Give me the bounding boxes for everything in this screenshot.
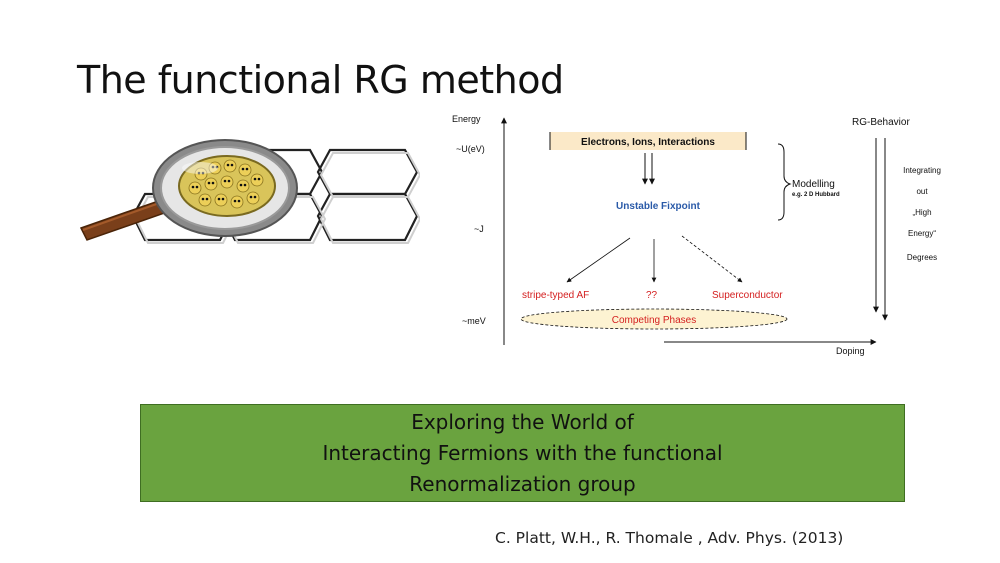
- modelling-brace: [777, 143, 792, 221]
- citation: C. Platt, W.H., R. Thomale , Adv. Phys. …: [495, 529, 844, 547]
- rg-behavior-title: RG-Behavior: [852, 117, 910, 128]
- electron-eyes: [191, 163, 261, 203]
- energy-axis-label: Energy: [452, 114, 481, 124]
- rg-behavior-line: Degrees: [907, 253, 937, 262]
- phase-unknown: ??: [646, 290, 658, 301]
- rg-behavior-line: Integrating: [903, 166, 941, 175]
- magnifying-glass-illustration: [79, 139, 420, 244]
- magnifier-lens: [152, 139, 298, 237]
- energy-level-u: ~U(eV): [456, 144, 485, 154]
- rg-behavior-line: „High: [912, 208, 931, 217]
- banner-line: Renormalization group: [409, 471, 636, 496]
- top-box-label: Electrons, Ions, Interactions: [581, 137, 715, 148]
- rg-behavior-line: out: [916, 187, 928, 196]
- modelling-label: Modelling: [792, 179, 835, 190]
- rg-behavior-line: Energy“: [908, 229, 936, 238]
- energy-level-j: ~J: [474, 224, 484, 234]
- phase-superconductor: Superconductor: [712, 290, 783, 301]
- competing-phases-ellipse: [520, 308, 788, 330]
- doping-label: Doping: [836, 346, 865, 356]
- fixpoint-label: Unstable Fixpoint: [616, 201, 701, 212]
- summary-banner: Exploring the World of Interacting Fermi…: [140, 404, 905, 502]
- electron-faces: [188, 159, 264, 209]
- energy-level-mev: ~meV: [462, 316, 486, 326]
- competing-phases-label: Competing Phases: [612, 315, 697, 326]
- rg-flow-diagram: Energy ~U(eV) ~J ~meV Electrons, Ions, I…: [452, 114, 941, 356]
- modelling-example: e.g. 2 D Hubbard: [792, 192, 840, 198]
- phase-stripe-af: stripe-typed AF: [522, 290, 589, 301]
- banner-line: Exploring the World of: [411, 409, 634, 434]
- slide-title: The functional RG method: [77, 58, 564, 102]
- top-box: [550, 132, 746, 150]
- banner-line: Interacting Fermions with the functional: [322, 440, 723, 465]
